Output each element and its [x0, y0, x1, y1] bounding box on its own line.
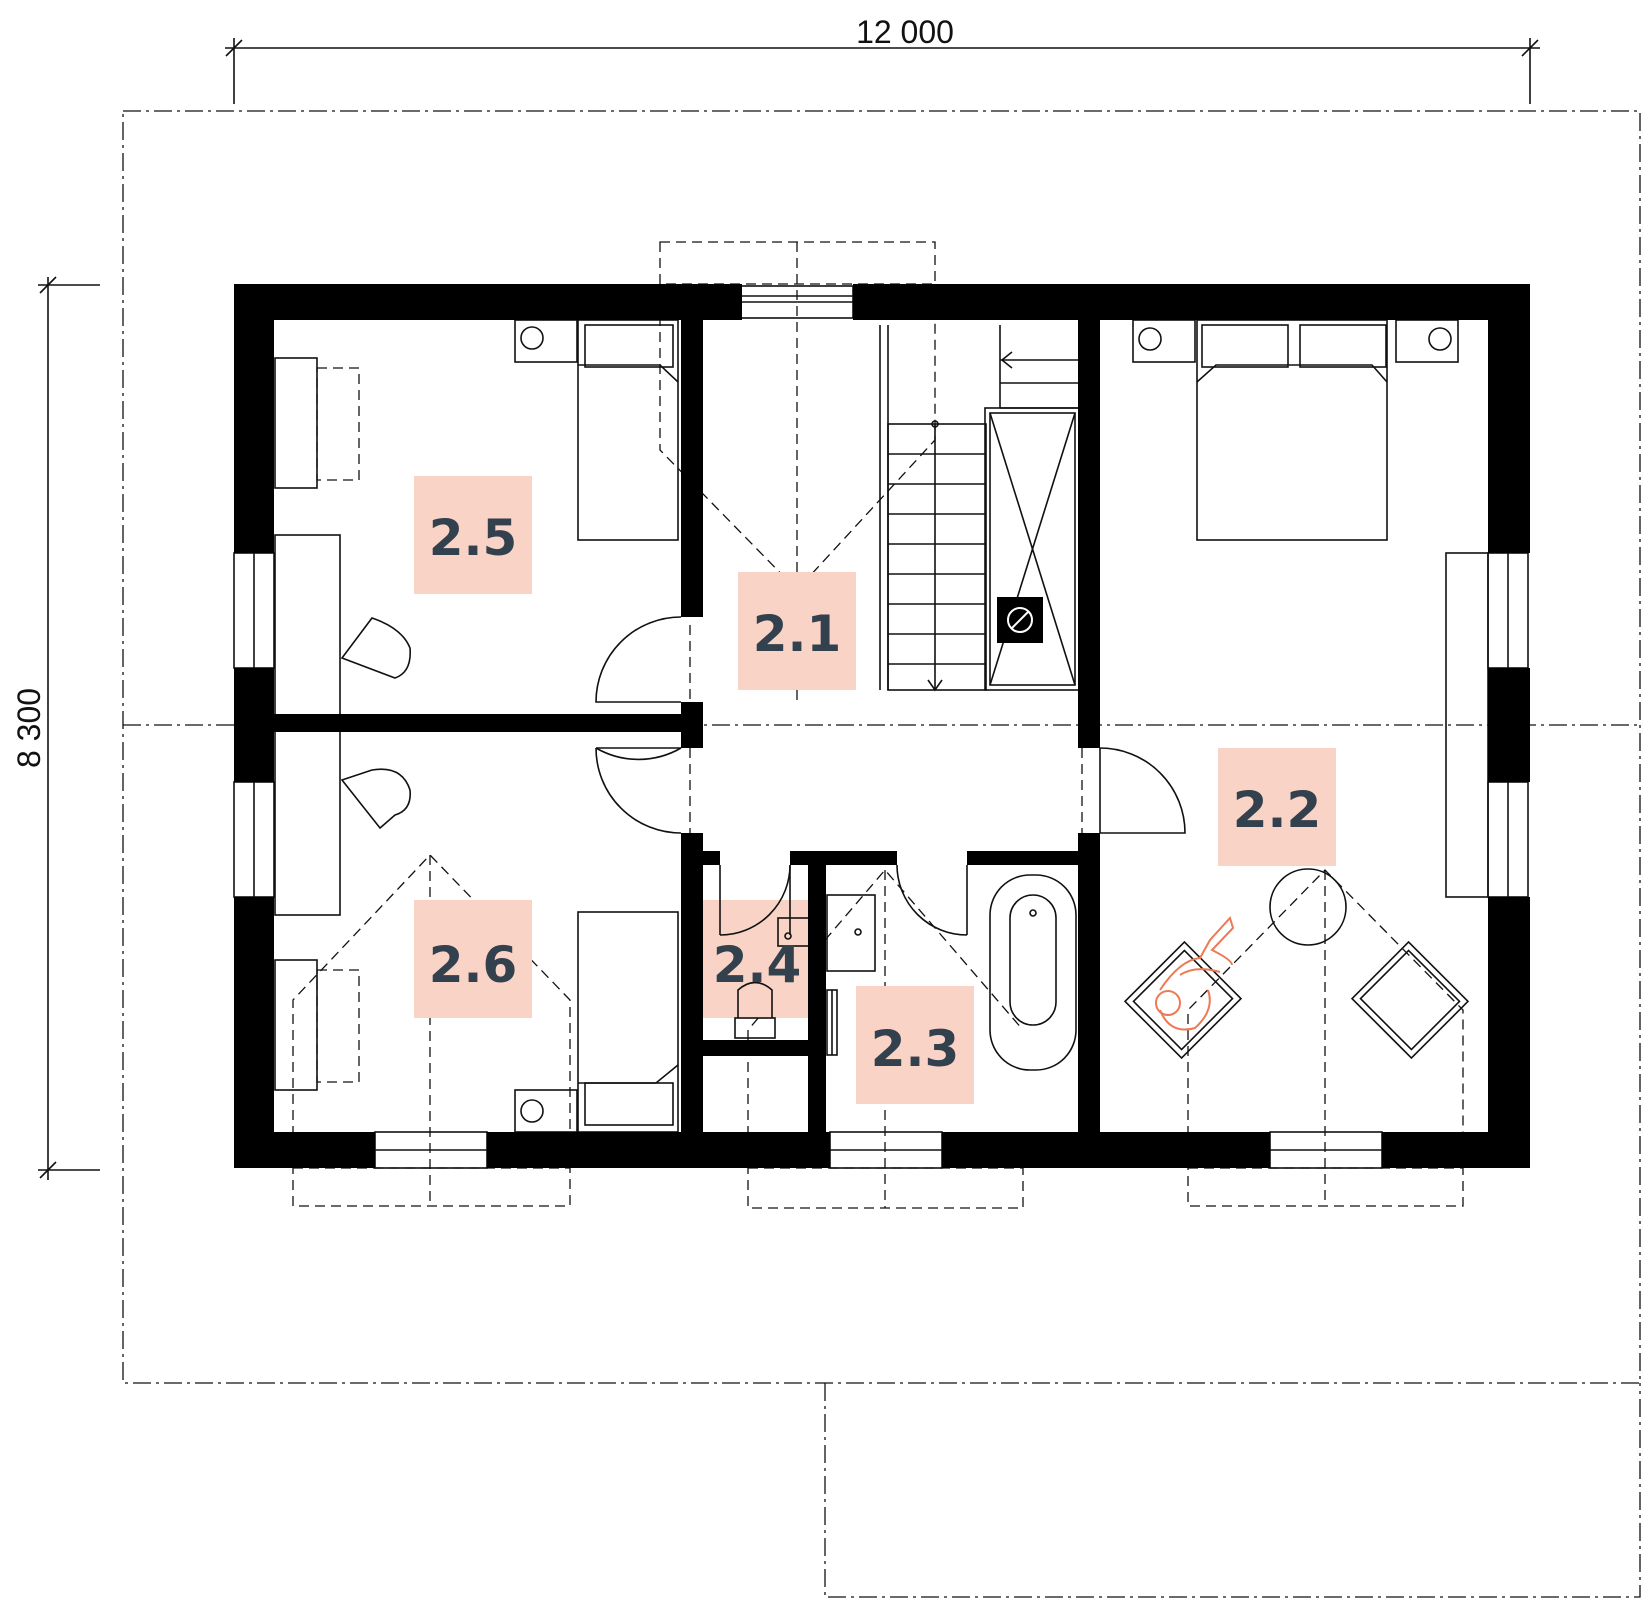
furniture-room-2-5 [274, 319, 679, 916]
room-label-2-2: 2.2 [1233, 781, 1322, 839]
doors [595, 616, 1186, 936]
room-label-2-1: 2.1 [753, 605, 842, 663]
staircase [879, 325, 1081, 692]
room-label-2-3: 2.3 [871, 1020, 960, 1078]
walls [234, 284, 1530, 1168]
person-figure [1155, 916, 1235, 1031]
room-labels: 2.5 2.1 2.2 2.4 2.6 2.3 [429, 509, 1322, 1078]
room-label-2-5: 2.5 [429, 509, 518, 567]
dimension-height-label: 8 300 [11, 688, 47, 768]
dimension-height: 8 300 [11, 276, 100, 1180]
dimension-width: 12 000 [225, 14, 1540, 104]
dimension-width-label: 12 000 [856, 14, 954, 50]
room-tags [414, 476, 1336, 1104]
room-label-2-6: 2.6 [429, 936, 518, 994]
bathroom-fixtures [826, 874, 1077, 1071]
room-label-2-4: 2.4 [713, 936, 802, 994]
furniture-room-2-2 [1123, 319, 1489, 1060]
